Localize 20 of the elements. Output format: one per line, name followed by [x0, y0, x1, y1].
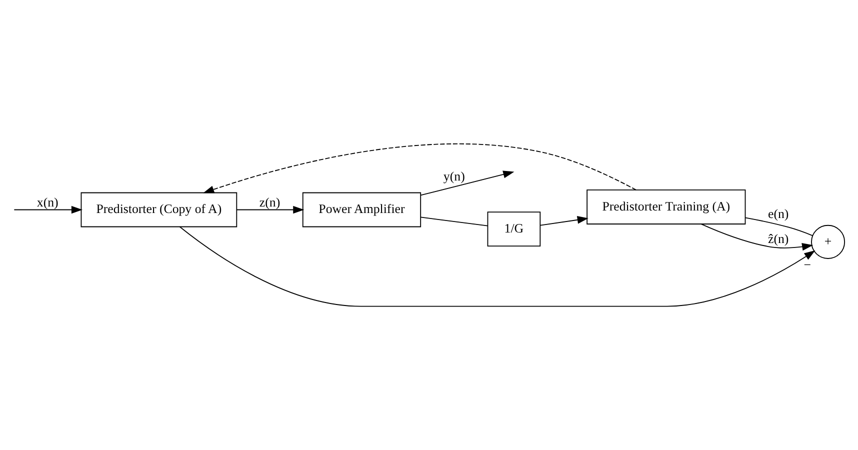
arrow: [700, 224, 814, 251]
node-circle: +: [811, 224, 846, 259]
arrow: [203, 143, 637, 194]
node-box: Predistorter Training (A): [586, 190, 746, 224]
connector: [744, 217, 814, 236]
node-label: −: [804, 258, 811, 272]
edge-label: z(n): [259, 195, 280, 210]
arrow: [236, 206, 304, 214]
node-box: Predistorter (Copy of A): [80, 192, 238, 228]
connector: [420, 216, 488, 226]
node-box: Power Amplifier: [302, 192, 422, 228]
arrow: [14, 206, 82, 214]
edge-label: ẑ(n): [768, 232, 789, 246]
arrow: [179, 226, 816, 307]
edge-label: e(n): [768, 207, 789, 222]
edge-label: x(n): [36, 195, 58, 210]
edge-label: y(n): [443, 170, 465, 184]
arrow: [420, 170, 514, 196]
arrow: [540, 216, 588, 226]
node-box: 1/G: [487, 212, 541, 247]
